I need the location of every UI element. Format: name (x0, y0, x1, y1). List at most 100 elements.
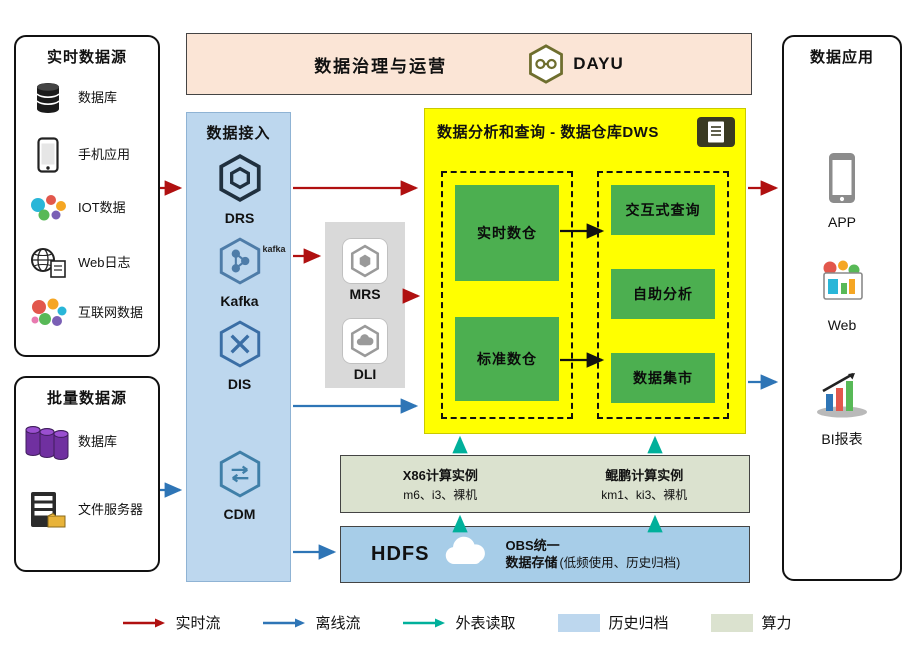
offline-flow-arrow-icon (263, 618, 306, 627)
compute-panel: X86计算实例 m6、i3、裸机 鲲鹏计算实例 km1、ki3、裸机 (340, 455, 750, 513)
source-item-label: 手机应用 (78, 146, 131, 162)
processing-item-label: DLI (353, 366, 377, 382)
history-archive-swatch (557, 613, 600, 632)
legend-label: 离线流 (315, 615, 361, 632)
kafka-logo-text: kafka (262, 244, 286, 254)
application-item-bi: BI报表 (784, 369, 900, 449)
obs-cloud-icon (441, 535, 493, 574)
dws-warehouse-group: 实时数仓 标准数仓 (441, 171, 573, 419)
ingestion-panel: 数据接入 DRS (186, 112, 291, 582)
legend-history-archive: 历史归档 (557, 612, 669, 633)
dayu-hexagon-icon (529, 44, 564, 84)
obs-line1: OBS统一 (505, 537, 560, 553)
source-item-label: 互联网数据 (78, 304, 144, 320)
web-icon (815, 259, 869, 312)
ingestion-item-drs: DRS (187, 153, 292, 226)
obs-storage-text: OBS统一 数据存储 (低频使用、历史归档) (505, 538, 680, 572)
batch-sources-title: 批量数据源 (46, 390, 127, 407)
legend-label: 实时流 (175, 615, 221, 632)
ingestion-title: 数据接入 (206, 125, 271, 142)
applications-title: 数据应用 (809, 49, 874, 66)
compute-power-swatch (710, 613, 753, 632)
app-phone-icon (827, 152, 857, 209)
cdm-hexagon-icon (217, 449, 263, 504)
dayu-label: DAYU (573, 54, 624, 73)
dws-document-icon (697, 117, 735, 152)
source-item-database: 数据库 (24, 82, 156, 114)
module-realtime-warehouse: 实时数仓 (455, 185, 559, 281)
ingestion-item-dis: DIS (187, 319, 292, 392)
module-interactive-query: 交互式查询 (611, 185, 715, 235)
database-stack-icon (24, 422, 72, 462)
obs-note: (低频使用、历史归档) (559, 555, 681, 570)
compute-instance-title: 鲲鹏计算实例 (605, 468, 684, 483)
application-item-label: BI报表 (821, 431, 863, 447)
compute-instance-detail: m6、i3、裸机 (403, 488, 478, 502)
realtime-flow-arrow-icon (123, 618, 166, 627)
processing-item-label: MRS (349, 286, 381, 302)
legend: 实时流 离线流 外表读取 历史归档 算力 (0, 612, 914, 633)
mrs-icon (342, 238, 388, 284)
batch-sources-panel: 批量数据源 数据库 (14, 376, 160, 572)
module-self-service-analysis: 自助分析 (611, 269, 715, 319)
ingestion-item-label: Kafka (220, 293, 259, 309)
dli-icon (342, 318, 388, 364)
ingestion-item-label: CDM (223, 506, 256, 522)
bi-report-icon (815, 369, 869, 424)
dis-hexagon-icon (217, 319, 263, 374)
external-read-arrow-icon (403, 618, 446, 627)
legend-label: 外表读取 (455, 615, 516, 632)
obs-line2: 数据存储 (505, 554, 558, 570)
legend-label: 算力 (761, 615, 792, 632)
source-item-weblog: Web日志 (24, 247, 156, 279)
storage-panel: HDFS OBS统一 数据存储 (低频使用、历史归档) (340, 526, 750, 583)
application-item-label: APP (827, 214, 856, 230)
compute-instance-detail: km1、ki3、裸机 (601, 488, 688, 502)
legend-label: 历史归档 (608, 615, 669, 632)
kafka-hexagon-icon: kafka (217, 236, 286, 291)
source-item-iot: IOT数据 (24, 192, 156, 224)
source-item-label: Web日志 (78, 254, 131, 270)
governance-title: 数据治理与运营 (314, 56, 448, 76)
ingestion-item-label: DIS (227, 376, 252, 392)
application-item-app: APP (784, 152, 900, 230)
weblog-icon (24, 247, 72, 279)
source-item-label: 数据库 (78, 89, 118, 105)
legend-external-read: 外表读取 (402, 612, 516, 633)
application-item-web: Web (784, 259, 900, 333)
legend-offline-flow: 离线流 (262, 612, 360, 633)
database-icon (24, 82, 72, 114)
application-item-label: Web (827, 317, 857, 333)
ingestion-item-label: DRS (224, 210, 255, 226)
iot-icon (24, 192, 72, 224)
governance-bar: 数据治理与运营 DAYU (186, 33, 752, 95)
drs-hexagon-icon (217, 153, 263, 208)
source-item-batch-database: 数据库 (24, 422, 156, 462)
legend-realtime-flow: 实时流 (122, 612, 220, 633)
dws-title: 数据分析和查询 - 数据仓库DWS (437, 124, 659, 141)
source-item-mobile: 手机应用 (24, 137, 156, 173)
source-item-file-server: 文件服务器 (24, 490, 156, 530)
dws-analysis-group: 交互式查询 自助分析 数据集市 (597, 171, 729, 419)
source-item-label: 数据库 (78, 433, 118, 449)
dws-panel: 数据分析和查询 - 数据仓库DWS 实时数仓 标准数仓 交互式查询 自助分析 数… (424, 108, 746, 434)
file-server-icon (24, 490, 72, 530)
compute-instance-title: X86计算实例 (402, 468, 478, 483)
source-item-label: IOT数据 (78, 199, 126, 215)
source-item-internet: 互联网数据 (24, 295, 156, 331)
source-item-label: 文件服务器 (78, 501, 144, 517)
internet-data-icon (24, 295, 72, 331)
realtime-sources-title: 实时数据源 (46, 49, 127, 66)
module-data-mart: 数据集市 (611, 353, 715, 403)
realtime-sources-panel: 实时数据源 数据库 手机应用 (14, 35, 160, 357)
hdfs-label: HDFS (371, 543, 430, 565)
ingestion-item-cdm: CDM (187, 449, 292, 522)
compute-instance-kunpeng: 鲲鹏计算实例 km1、ki3、裸机 (601, 465, 687, 503)
applications-panel: 数据应用 APP (782, 35, 902, 581)
processing-item-dli: DLI (325, 318, 405, 382)
legend-compute-power: 算力 (710, 612, 792, 633)
mobile-app-icon (24, 137, 72, 173)
compute-instance-x86: X86计算实例 m6、i3、裸机 (403, 465, 478, 503)
ingestion-item-kafka: kafka Kafka (187, 236, 292, 309)
